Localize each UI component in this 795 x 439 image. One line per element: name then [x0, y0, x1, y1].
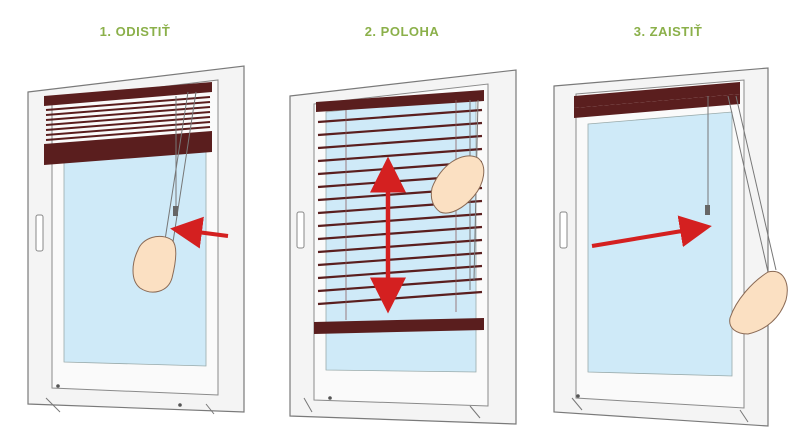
hand-illustration [132, 235, 177, 293]
blind-cord [727, 95, 769, 273]
hand-illustration [729, 270, 788, 335]
blind-headrail [316, 90, 484, 112]
blind-bottomrail [44, 131, 212, 165]
window-handle [296, 211, 305, 249]
blind-bottomrail [314, 318, 484, 334]
panel-1-odistit [27, 65, 245, 415]
release-arrow [170, 216, 229, 249]
window-glass [587, 111, 733, 377]
step-1-title: 1. ODISTIŤ [99, 24, 171, 39]
cord-weight [173, 206, 178, 216]
step-2-title: 2. POLOHA [364, 24, 440, 39]
step-3-title: 3. ZAISTIŤ [633, 24, 703, 39]
hand-illustration [430, 155, 485, 214]
blind-cord [735, 95, 777, 271]
window-handle [35, 214, 44, 252]
panel-3-zaistit [553, 67, 788, 427]
blind-headrail [574, 82, 740, 108]
cord-weight [705, 205, 710, 215]
blind-bottomrail [574, 94, 740, 118]
panel-2-poloha [289, 69, 517, 425]
window-handle [559, 211, 568, 249]
blind-headrail [44, 82, 212, 106]
blind-slats [45, 96, 211, 141]
lock-arrow [591, 215, 712, 248]
